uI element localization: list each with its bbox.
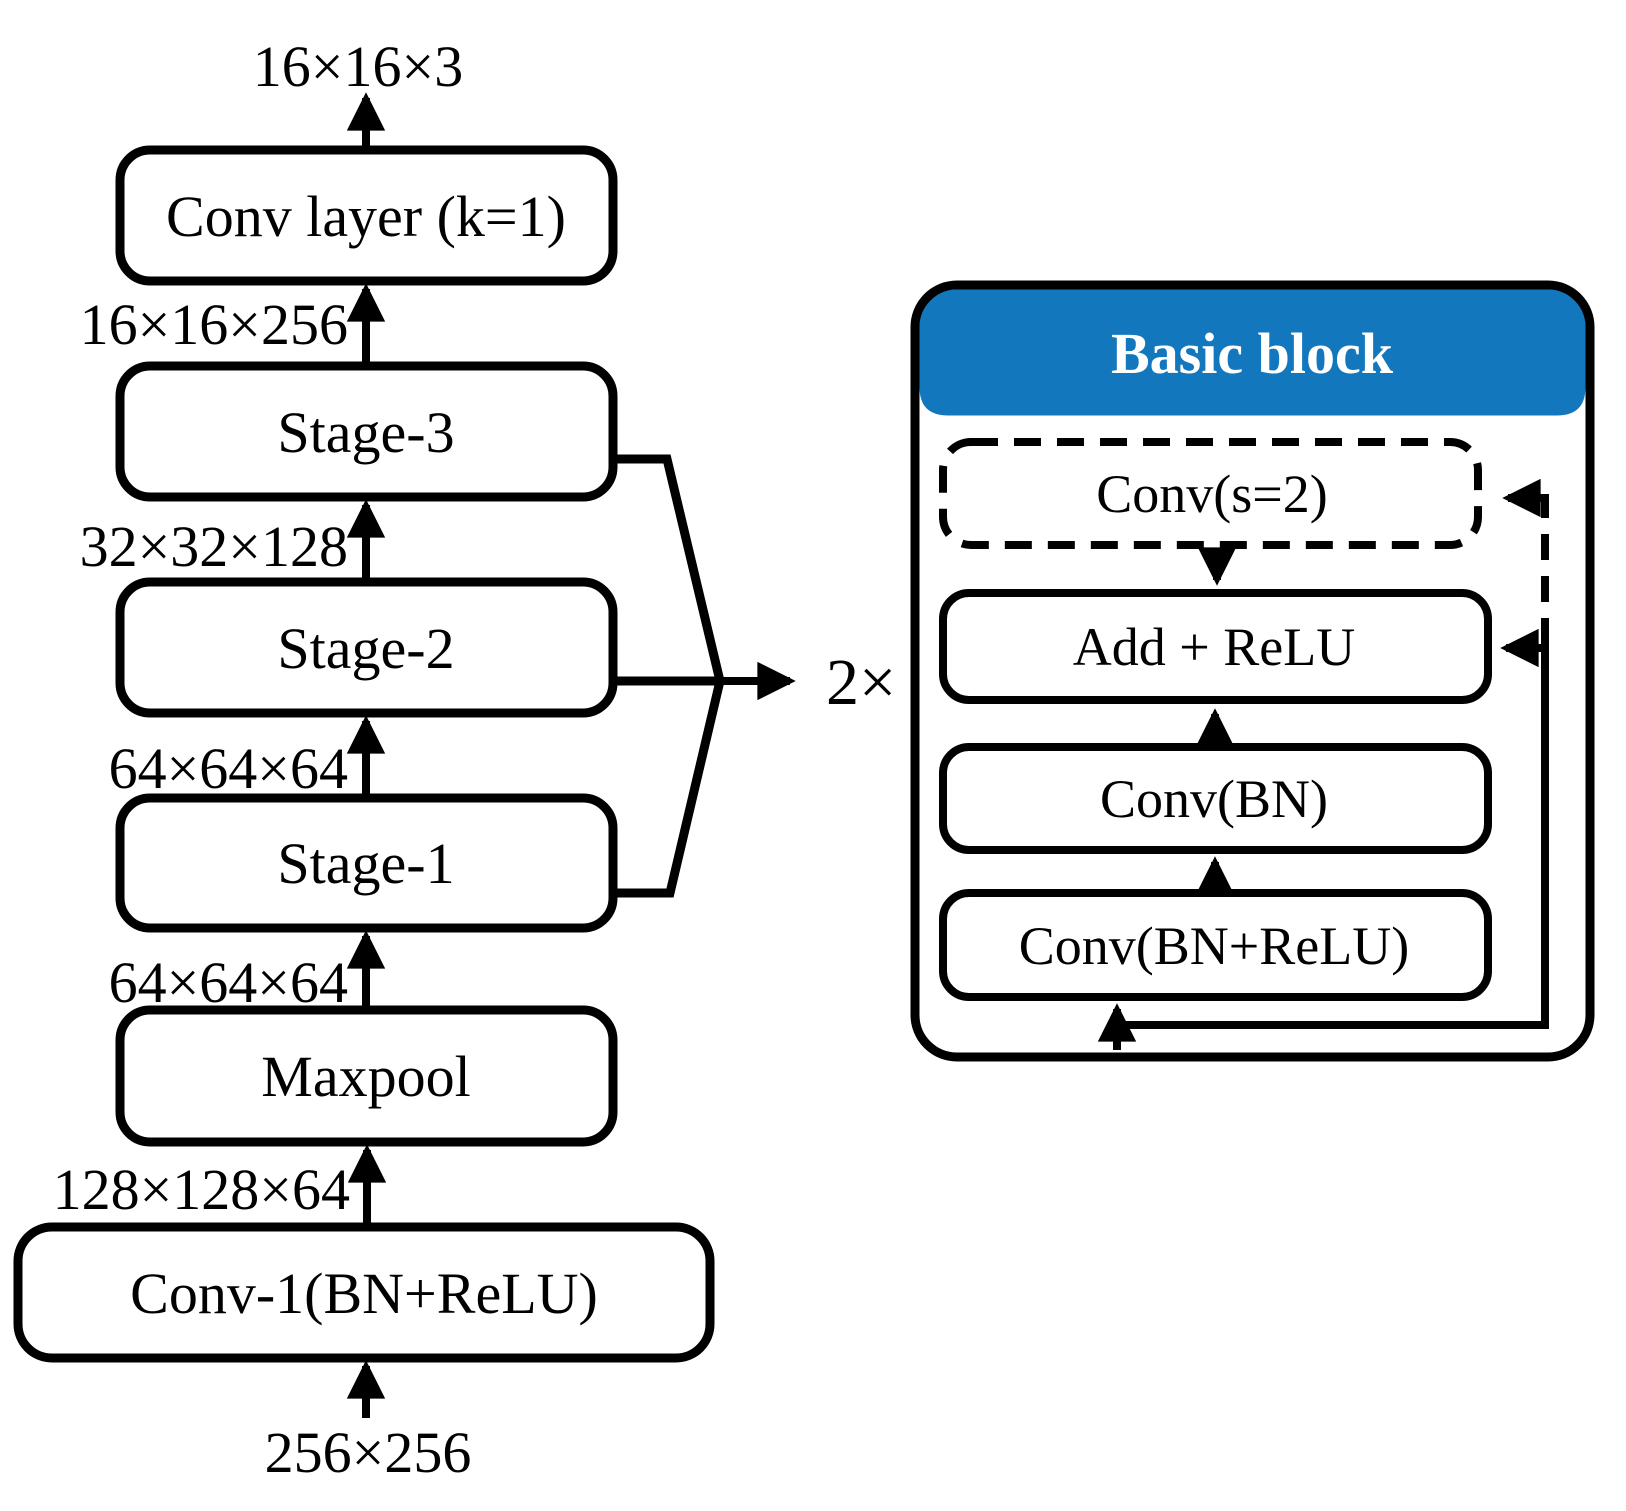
stage-2-box	[115, 577, 618, 718]
conv-s2-label: Conv(s=2)	[1096, 464, 1327, 524]
conv-bn-relu-box	[939, 889, 1492, 1001]
repeat-count-label: 2×	[826, 646, 896, 719]
dim-label-32x32x128: 32×32×128	[80, 514, 348, 579]
stage-1-box	[115, 793, 618, 933]
conv-bn-box	[939, 743, 1492, 854]
dim-label-16x16x256: 16×16×256	[80, 292, 348, 357]
stage-3-box	[115, 361, 618, 502]
conv-layer-k1-label: Conv layer (k=1)	[166, 184, 566, 249]
conv-bn-label: Conv(BN)	[1100, 769, 1328, 829]
conv-1-label: Conv-1(BN+ReLU)	[130, 1261, 598, 1326]
add-relu-box	[939, 589, 1492, 704]
stage-2-label: Stage-2	[277, 616, 454, 681]
conv-1-box	[13, 1222, 715, 1363]
skip-connection-solid	[1117, 628, 1549, 1029]
stage-1-label: Stage-1	[277, 831, 454, 896]
add-relu-label: Add + ReLU	[1073, 617, 1355, 677]
input-dim-label: 256×256	[265, 1420, 472, 1485]
basic-block-title: Basic block	[1111, 321, 1394, 386]
basic-block-panel-border	[910, 280, 1595, 1062]
dim-label-128x128x64: 128×128×64	[53, 1157, 350, 1222]
skip-connection-dashed	[1502, 478, 1549, 644]
conv-layer-k1-box	[115, 145, 618, 286]
maxpool-box	[115, 1005, 618, 1147]
dim-label-64x64x64-upper: 64×64×64	[109, 736, 348, 801]
dim-label-64x64x64-lower: 64×64×64	[109, 950, 348, 1015]
output-dim-label: 16×16×3	[253, 34, 463, 99]
basic-block-header	[919, 289, 1586, 416]
maxpool-label: Maxpool	[261, 1044, 470, 1109]
stage-3-label: Stage-3	[277, 400, 454, 465]
conv-bn-relu-label: Conv(BN+ReLU)	[1019, 916, 1409, 976]
conv-s2-box	[939, 438, 1482, 549]
funnel-stage3-connector	[613, 454, 725, 683]
funnel-stage1-connector	[613, 679, 725, 898]
